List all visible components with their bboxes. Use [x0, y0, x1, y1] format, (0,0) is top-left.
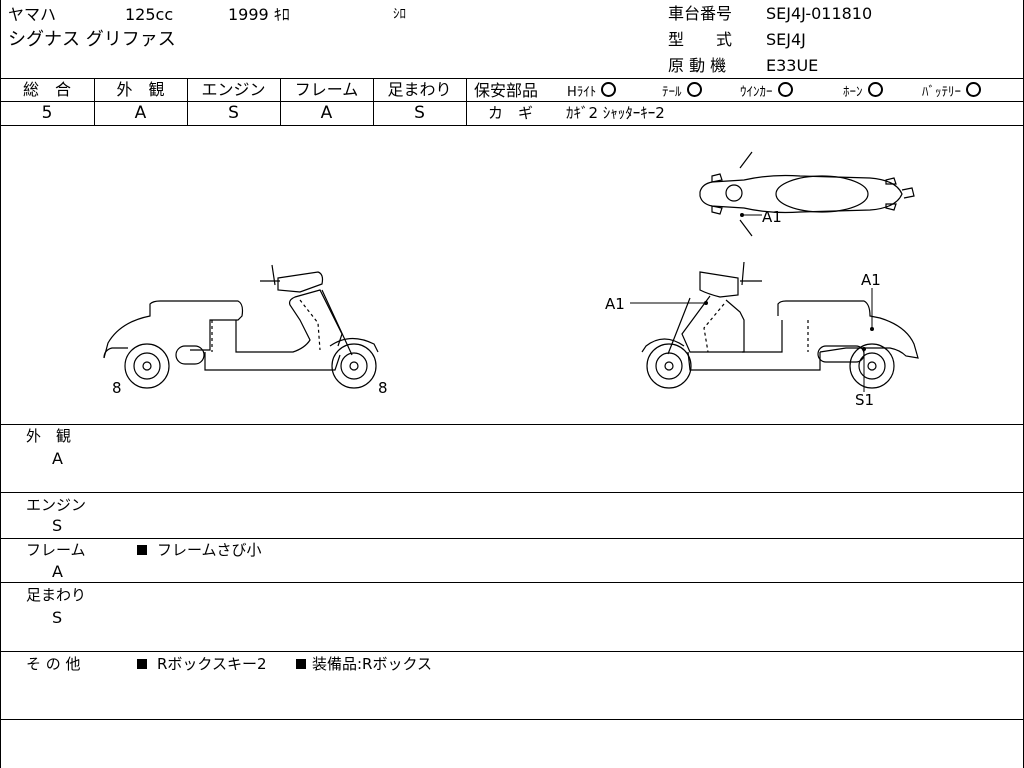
rule [280, 78, 281, 125]
year-mileage: 1999 ｷﾛ [228, 5, 290, 24]
note-label-frame: フレーム [26, 541, 86, 559]
damage-mark: A1 [605, 295, 625, 313]
right-side-view [641, 261, 919, 389]
rule [0, 538, 1024, 539]
rule [467, 101, 1024, 102]
rule [0, 651, 1024, 652]
model-name: シグナス グリファス [8, 29, 176, 50]
ok-circle-icon [686, 82, 702, 97]
rule [0, 125, 1024, 126]
color: ｼﾛ [393, 7, 406, 22]
frame-no-label: 車台番号 [668, 4, 733, 23]
safety-item-tail: ﾃｰﾙ [662, 82, 702, 101]
safety-item-horn: ﾎｰﾝ [843, 82, 883, 101]
top-view [699, 151, 915, 237]
type-label: 型 式 [668, 30, 733, 49]
rule [0, 101, 467, 102]
note-item: フレームさび小 [137, 541, 262, 559]
note-item: 装備品:Rボックス [296, 655, 432, 673]
damage-mark: S1 [855, 391, 874, 409]
note-grade-exterior: A [52, 449, 63, 468]
ok-circle-icon [966, 82, 981, 97]
ok-circle-icon [867, 82, 883, 97]
damage-mark: A1 [861, 271, 881, 289]
note-label-engine: エンジン [26, 496, 87, 514]
note-grade-frame: A [52, 562, 63, 581]
note-label-other: そ の 他 [26, 655, 81, 673]
displacement: 125cc [125, 5, 174, 24]
rule [0, 424, 1024, 425]
rule [0, 582, 1024, 583]
note-grade-engine: S [52, 516, 63, 535]
ok-circle-icon [601, 82, 617, 97]
note-grade-suspension: S [52, 608, 63, 627]
rating-label-engine: エンジン [201, 80, 266, 99]
scooter-diagram: 8 8 A1 A1 A1 S1 [103, 151, 919, 409]
frame-no: SEJ4J-011810 [766, 4, 873, 23]
maker: ヤマハ [8, 5, 57, 24]
rule [0, 78, 1024, 79]
engine-label: 原 動 機 [668, 56, 727, 75]
rating-value-frame: A [320, 103, 333, 123]
rating-value-total: 5 [41, 103, 53, 123]
note-label-suspension: 足まわり [26, 586, 87, 604]
rating-label-frame: フレーム [294, 80, 359, 99]
rule [187, 78, 188, 125]
damage-mark: 8 [378, 379, 388, 397]
note-label-exterior: 外 観 [26, 427, 72, 445]
type-value: SEJ4J [766, 30, 806, 49]
note-item: Rボックスキー2 [137, 655, 267, 673]
rating-value-exterior: A [134, 103, 147, 123]
safety-item-winker: ｳｲﾝｶｰ [740, 82, 793, 101]
rule [466, 78, 467, 125]
frame-left [0, 0, 1, 768]
rule [0, 492, 1024, 493]
damage-mark: A1 [762, 208, 782, 226]
safety-item-battery: ﾊﾞｯﾃﾘｰ [922, 82, 981, 101]
bullet-square-icon [296, 659, 306, 669]
rating-label-total: 総 合 [22, 80, 71, 99]
safety-item-headlight: Hﾗｲﾄ [567, 82, 617, 101]
bullet-square-icon [137, 545, 147, 555]
rule [94, 78, 95, 125]
left-side-view [103, 264, 379, 389]
rating-label-suspension: 足まわり [387, 80, 452, 99]
rule [373, 78, 374, 125]
safety-label: 保安部品 [474, 81, 539, 100]
rating-value-engine: S [228, 103, 239, 123]
engine-value: E33UE [766, 56, 819, 75]
rating-label-exterior: 外 観 [116, 80, 165, 99]
ok-circle-icon [777, 82, 793, 97]
key-value: ｶｷﾞ2 ｼｬｯﾀｰｷｰ2 [566, 104, 665, 122]
bullet-square-icon [137, 659, 147, 669]
rule [0, 719, 1024, 720]
key-label: カ ギ [488, 104, 534, 122]
damage-mark: 8 [112, 379, 122, 397]
rating-value-suspension: S [414, 103, 425, 123]
